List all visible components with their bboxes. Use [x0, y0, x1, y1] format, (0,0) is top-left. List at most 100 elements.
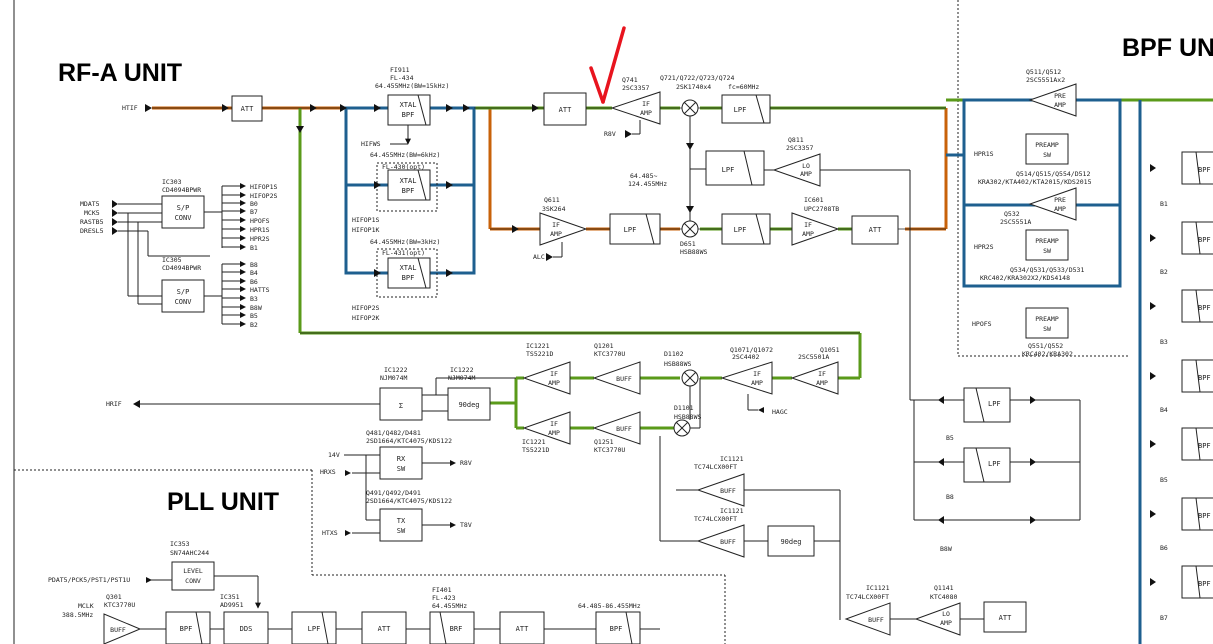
svg-text:Q721/Q722/Q723/Q724: Q721/Q722/Q723/Q724 — [660, 74, 734, 82]
svg-text:T8V: T8V — [460, 521, 472, 529]
svg-text:PREAMP: PREAMP — [1035, 237, 1059, 245]
svg-text:ATT: ATT — [516, 625, 529, 633]
phase-90deg — [447, 387, 491, 421]
svg-text:AMP: AMP — [1054, 205, 1066, 213]
svg-text:14V: 14V — [328, 451, 340, 459]
sp-conv-ic305 — [161, 279, 205, 313]
svg-text:TC74LCX00FT: TC74LCX00FT — [694, 515, 737, 523]
if-amp-ic1221-a — [522, 361, 571, 395]
svg-text:B2: B2 — [1160, 268, 1168, 276]
svg-text:Σ: Σ — [399, 402, 403, 410]
svg-text:64.485-86.455MHz: 64.485-86.455MHz — [578, 602, 641, 610]
svg-text:IF: IF — [818, 370, 826, 378]
svg-text:B4: B4 — [1160, 406, 1168, 414]
lo-amp-q811 — [772, 153, 821, 187]
svg-text:HSB88WS: HSB88WS — [674, 413, 701, 421]
sp2-outputs: B8 B4 B6 HATTS B3 B8W B5 B2 — [204, 261, 270, 329]
svg-text:LO: LO — [942, 610, 950, 618]
svg-text:BRF: BRF — [450, 625, 463, 633]
svg-text:SW: SW — [397, 465, 406, 473]
svg-text:64.455MHz: 64.455MHz — [432, 602, 467, 610]
htif-connector — [145, 104, 152, 112]
svg-text:Q532: Q532 — [1004, 210, 1020, 218]
svg-text:Q534/Q531/Q533/D531: Q534/Q531/Q533/D531 — [1010, 266, 1084, 274]
svg-text:LO: LO — [802, 162, 810, 170]
svg-text:D651: D651 — [680, 240, 696, 248]
svg-text:Q1251: Q1251 — [594, 438, 614, 446]
lpf-bank: LPF LPF B5 B8 B8W — [910, 387, 1081, 553]
svg-text:FL-434: FL-434 — [390, 74, 414, 82]
svg-text:LPF: LPF — [722, 166, 735, 174]
svg-text:IC1121: IC1121 — [720, 455, 744, 463]
svg-text:CONV: CONV — [185, 577, 201, 585]
svg-text:2SC5501A: 2SC5501A — [798, 353, 829, 361]
svg-text:S/P: S/P — [177, 204, 190, 212]
svg-text:B2: B2 — [250, 321, 258, 329]
svg-text:64.455MHz(BW=6kHz): 64.455MHz(BW=6kHz) — [370, 151, 440, 159]
tx-sw — [379, 508, 423, 542]
att-pll-1 — [361, 611, 407, 644]
svg-text:B3: B3 — [1160, 338, 1168, 346]
svg-text:UPC2708TB: UPC2708TB — [804, 205, 839, 213]
xtal-bpf-fl430 — [387, 169, 431, 201]
att-block-4 — [983, 601, 1027, 633]
sp-conv-ic303 — [161, 195, 205, 229]
svg-text:TS5221D: TS5221D — [526, 350, 553, 358]
svg-text:3SK264: 3SK264 — [542, 205, 566, 213]
bpf-pll-2 — [595, 611, 641, 644]
svg-text:BPF: BPF — [180, 625, 193, 633]
svg-text:HSB88WS: HSB88WS — [680, 248, 707, 256]
svg-text:IC1121: IC1121 — [720, 507, 744, 515]
svg-text:IC1221: IC1221 — [522, 438, 546, 446]
svg-text:B5: B5 — [250, 312, 258, 320]
svg-text:LPF: LPF — [624, 226, 637, 234]
bpf-unit-title: BPF UNIT — [1122, 34, 1213, 62]
svg-text:ATT: ATT — [869, 226, 882, 234]
svg-text:RASTB5: RASTB5 — [80, 218, 104, 226]
preamp-sw-1 — [1025, 133, 1069, 165]
svg-text:124.455MHz: 124.455MHz — [628, 180, 667, 188]
svg-text:BPF: BPF — [1198, 374, 1211, 382]
svg-text:B8W: B8W — [250, 304, 262, 312]
svg-text:DRESL5: DRESL5 — [80, 227, 104, 235]
svg-text:S/P: S/P — [177, 288, 190, 296]
svg-text:2SC3357: 2SC3357 — [622, 84, 649, 92]
brf-fl423 — [429, 611, 475, 644]
svg-text:90deg: 90deg — [780, 538, 801, 546]
svg-text:HRIF: HRIF — [106, 400, 122, 408]
svg-text:HIFOP1S: HIFOP1S — [352, 216, 379, 224]
svg-text:Q1051: Q1051 — [820, 346, 840, 354]
svg-text:BPF: BPF — [1198, 236, 1211, 244]
svg-text:TC74LCX00FT: TC74LCX00FT — [846, 593, 889, 601]
annotation-arrow — [589, 26, 626, 104]
svg-text:BPF: BPF — [402, 274, 415, 282]
svg-text:B7: B7 — [1160, 614, 1168, 622]
svg-text:TX: TX — [397, 517, 406, 525]
xtal-bpf-fl431 — [387, 257, 431, 289]
svg-text:90deg: 90deg — [458, 401, 479, 409]
svg-text:HPR1S: HPR1S — [974, 150, 994, 158]
att-block-2 — [543, 92, 587, 126]
svg-text:IF: IF — [642, 100, 650, 108]
svg-text:MCLK: MCLK — [78, 602, 94, 610]
if-amp-ic601 — [791, 212, 840, 246]
svg-text:KRC402/KRA302: KRC402/KRA302 — [1022, 350, 1073, 358]
svg-text:IC305: IC305 — [162, 256, 182, 264]
svg-text:2SC5551Ax2: 2SC5551Ax2 — [1026, 76, 1065, 84]
bpf-pll-1 — [165, 611, 211, 644]
svg-text:IF: IF — [804, 221, 812, 229]
svg-text:CONV: CONV — [175, 214, 193, 222]
svg-text:Q491/Q492/D491: Q491/Q492/D491 — [366, 489, 421, 497]
svg-text:MDAT5: MDAT5 — [80, 200, 100, 208]
svg-text:AMP: AMP — [548, 429, 560, 437]
svg-text:R8V: R8V — [460, 459, 472, 467]
svg-text:Q1201: Q1201 — [594, 342, 614, 350]
svg-text:PREAMP: PREAMP — [1035, 315, 1059, 323]
svg-text:IF: IF — [550, 420, 558, 428]
if-amp-q1051 — [790, 361, 839, 395]
svg-text:FL-423: FL-423 — [432, 594, 456, 602]
svg-text:HATTS: HATTS — [250, 286, 270, 294]
svg-text:PDAT5/PCK5/PST1/PST1U: PDAT5/PCK5/PST1/PST1U — [48, 576, 130, 584]
svg-text:HPR2S: HPR2S — [250, 235, 270, 243]
pre-amp-q532 — [1028, 187, 1077, 221]
